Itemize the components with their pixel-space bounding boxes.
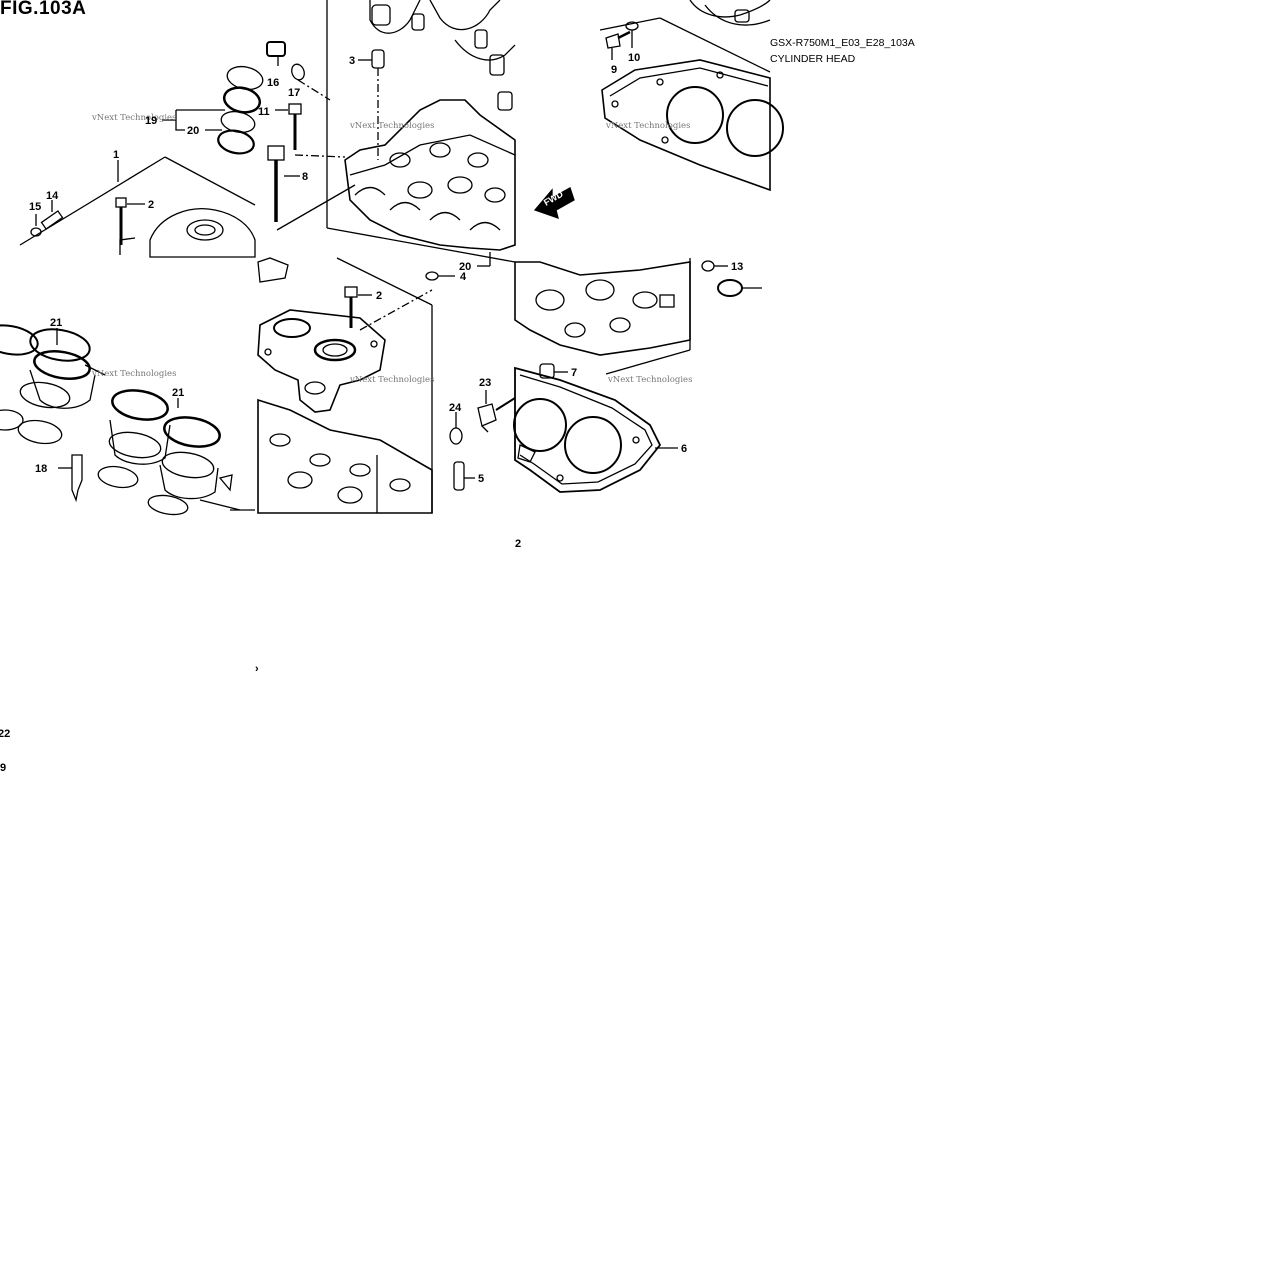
section-name: CYLINDER HEAD — [770, 53, 856, 65]
callout-20: 20 — [187, 125, 199, 137]
model-code: GSX-R750M1_E03_E28_103A — [770, 37, 915, 49]
callout-8: 8 — [302, 171, 308, 183]
tile-middle-left — [0, 324, 255, 516]
callout-1: 1 — [113, 149, 119, 161]
watermark-text: vNext Technologies — [607, 375, 692, 385]
callout-20: 20 — [459, 261, 471, 273]
stray-label: 9 — [0, 762, 6, 774]
stray-labels: 2 22 9 › — [0, 538, 521, 774]
callout-7: 7 — [571, 367, 577, 379]
callout-4: 4 — [460, 271, 467, 283]
callout-11: 11 — [258, 106, 270, 118]
callout-10: 10 — [628, 52, 640, 64]
callout-16: 16 — [267, 77, 279, 89]
stray-label: 22 — [0, 728, 10, 740]
watermark-text: vNext Technologies — [349, 121, 434, 131]
watermarks: vNext Technologies vNext Technologies vN… — [91, 113, 692, 385]
fwd-arrow-icon — [533, 187, 575, 220]
tile-top-left — [19, 65, 264, 258]
callout-13: 13 — [731, 261, 743, 273]
callout-15: 15 — [29, 201, 41, 213]
callout-19: 19 — [145, 115, 157, 127]
tile-middle-middle — [257, 257, 516, 514]
callout-14: 14 — [46, 190, 59, 202]
callout-18: 18 — [35, 463, 47, 475]
callouts: 1 2 2 3 4 5 6 7 8 9 10 11 13 14 15 16 17… — [29, 52, 743, 485]
watermark-text: vNext Technologies — [91, 113, 176, 123]
tile-top-right — [599, 0, 784, 192]
callout-21: 21 — [172, 387, 184, 399]
figure-title: FIG.103A — [0, 0, 87, 19]
callout-3: 3 — [349, 55, 355, 67]
stray-label: › — [255, 663, 259, 675]
callout-23: 23 — [479, 377, 491, 389]
callout-2: 2 — [376, 290, 382, 302]
tile-middle-right — [513, 258, 762, 493]
callout-2: 2 — [148, 199, 154, 211]
stray-label: 2 — [515, 538, 521, 550]
callout-6: 6 — [681, 443, 687, 455]
watermark-text: vNext Technologies — [91, 369, 176, 379]
callout-9: 9 — [611, 64, 617, 76]
watermark-text: vNext Technologies — [605, 121, 690, 131]
callout-17: 17 — [288, 87, 300, 99]
callout-24: 24 — [449, 402, 462, 414]
callout-5: 5 — [478, 473, 484, 485]
callout-21: 21 — [50, 317, 62, 329]
watermark-text: vNext Technologies — [349, 375, 434, 385]
tile-top-middle — [266, 0, 575, 267]
